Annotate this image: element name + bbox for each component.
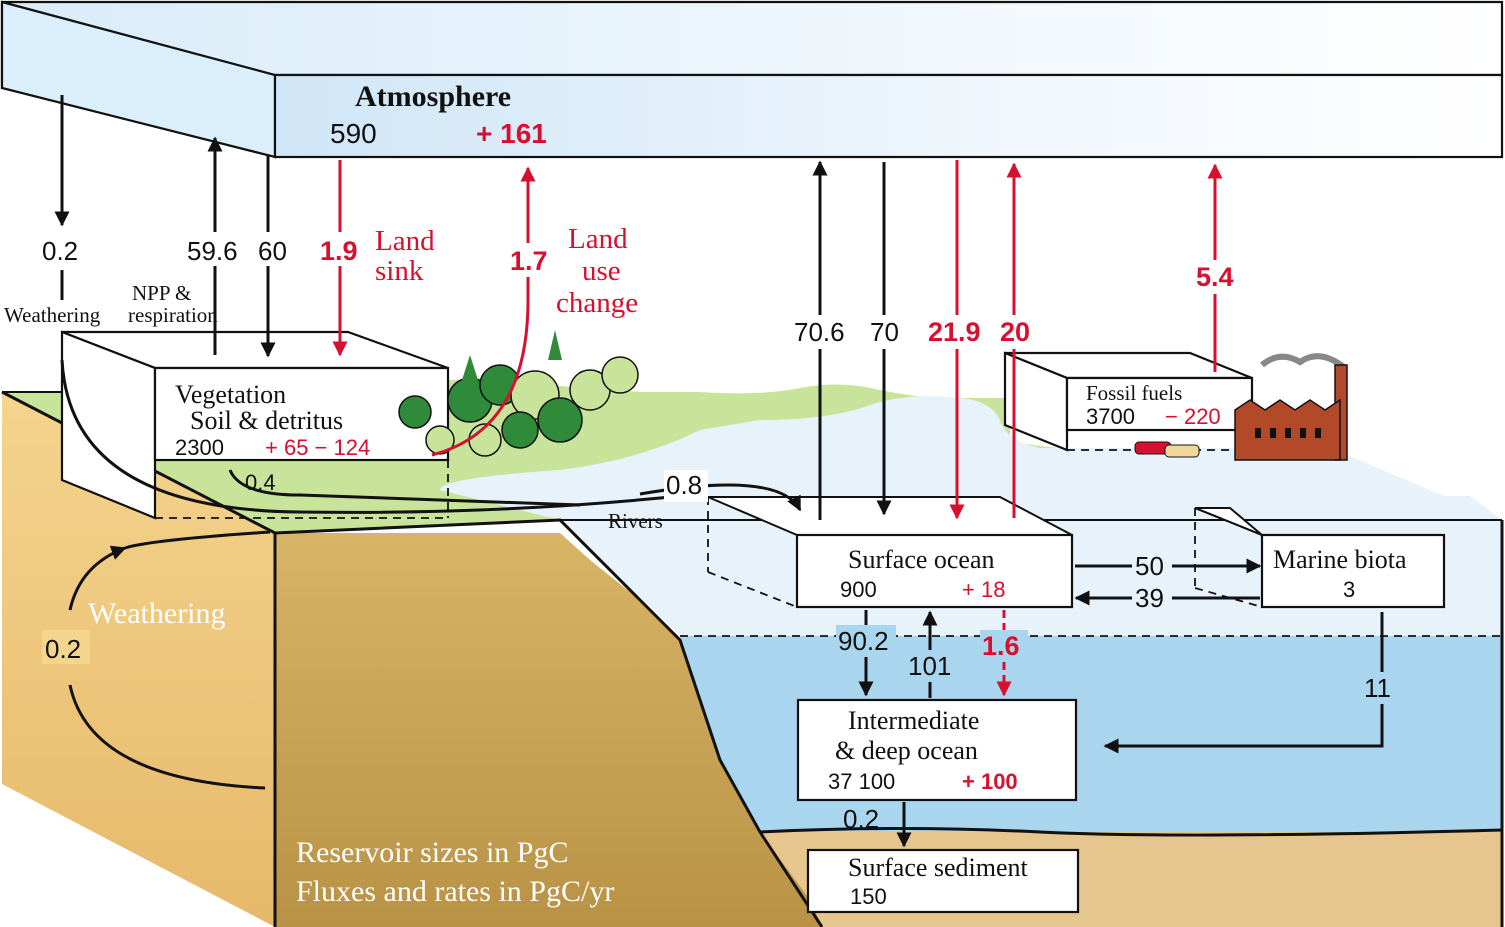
flux-surface-to-deep: 90.2 xyxy=(838,626,889,656)
deep-ocean-line2: & deep ocean xyxy=(835,736,978,765)
atmosphere-size: 590 xyxy=(330,118,377,149)
flux-ocean-down-anthro: 21.9 xyxy=(928,317,981,347)
flux-soil-to-rivers: 0.4 xyxy=(245,470,276,495)
land-use-arrow xyxy=(431,166,536,457)
vegetation-size: 2300 xyxy=(175,435,224,460)
land-use-label-1: Land xyxy=(568,223,628,255)
weathering-rock-curve-up-tail xyxy=(124,530,271,550)
npp-label-2: respiration xyxy=(128,303,218,327)
marine-biota-box xyxy=(1260,533,1446,609)
weathering-rock-curve-down xyxy=(68,684,266,790)
flux-fossil: 5.4 xyxy=(1196,262,1234,292)
flux-biota-to-surface: 39 xyxy=(1135,583,1164,613)
flux-weathering-rock: 0.2 xyxy=(45,634,81,664)
land-use-label-3: change xyxy=(556,287,638,319)
flux-biota-to-deep: 11 xyxy=(1364,673,1391,703)
deep-ocean-size: 37 100 xyxy=(828,769,895,794)
land-sink-label-2: sink xyxy=(375,255,424,287)
flux-rivers: 0.8 xyxy=(666,470,702,500)
deep-ocean-box xyxy=(796,698,1078,802)
factory-icon xyxy=(1234,353,1348,461)
flux-deep-to-surface: 101 xyxy=(908,651,951,681)
flux-anthro-to-deep: 1.6 xyxy=(982,631,1020,661)
flux-npp: 59.6 xyxy=(187,236,238,266)
deep-ocean-change: + 100 xyxy=(962,769,1018,794)
atmosphere-title: Atmosphere xyxy=(355,80,511,113)
vegetation-label: Vegetation xyxy=(175,380,286,409)
rock-front-face xyxy=(275,533,822,927)
flux-land-sink: 1.9 xyxy=(320,236,358,266)
rock-side-face xyxy=(2,392,275,927)
sediment-title: Surface sediment xyxy=(848,853,1029,882)
vegetation-change: + 65 − 124 xyxy=(265,435,370,460)
land-sink-label-1: Land xyxy=(375,225,435,257)
flux-to-sediment: 0.2 xyxy=(843,804,879,834)
flux-weathering-atm: 0.2 xyxy=(42,236,78,266)
fossil-title: Fossil fuels xyxy=(1086,381,1182,405)
atmosphere-front-face xyxy=(273,73,1504,159)
surface-ocean-size: 900 xyxy=(840,577,877,602)
flux-ocean-up-anthro: 20 xyxy=(1000,317,1030,347)
marine-biota-title: Marine biota xyxy=(1273,545,1407,574)
weathering-rock-curve-up xyxy=(68,545,127,611)
npp-label-1: NPP & xyxy=(132,281,191,305)
flux-ocean-up: 70.6 xyxy=(794,317,845,347)
surface-ocean-box xyxy=(795,533,1074,609)
sediment-box xyxy=(806,848,1080,914)
soil-to-rivers-curve xyxy=(228,469,581,507)
units-note-2: Fluxes and rates in PgC/yr xyxy=(296,875,614,908)
biota-to-deep-arrow xyxy=(1103,612,1384,754)
weathering-small-label: Weathering xyxy=(4,303,101,327)
fossil-box-front xyxy=(1065,376,1254,432)
atmosphere-change: + 161 xyxy=(476,118,547,149)
sediment-size: 150 xyxy=(850,884,887,909)
rivers-label: Rivers xyxy=(608,509,663,533)
soil-label: Soil & detritus xyxy=(190,406,343,435)
car-icons xyxy=(1134,441,1200,458)
flux-land-use: 1.7 xyxy=(510,246,548,276)
deep-ocean-line1: Intermediate xyxy=(848,706,979,735)
fossil-size: 3700 xyxy=(1086,404,1135,429)
units-note-1: Reservoir sizes in PgC xyxy=(296,836,568,869)
marine-biota-size: 3 xyxy=(1343,577,1355,602)
surface-ocean-title: Surface ocean xyxy=(848,545,995,574)
flux-surface-to-biota: 50 xyxy=(1135,551,1164,581)
weathering-big-label: Weathering xyxy=(88,597,226,630)
flux-respiration: 60 xyxy=(258,236,287,266)
land-use-label-2: use xyxy=(582,255,621,287)
flux-ocean-down: 70 xyxy=(870,317,899,347)
surface-ocean-change: + 18 xyxy=(962,577,1005,602)
fossil-change: − 220 xyxy=(1165,404,1221,429)
